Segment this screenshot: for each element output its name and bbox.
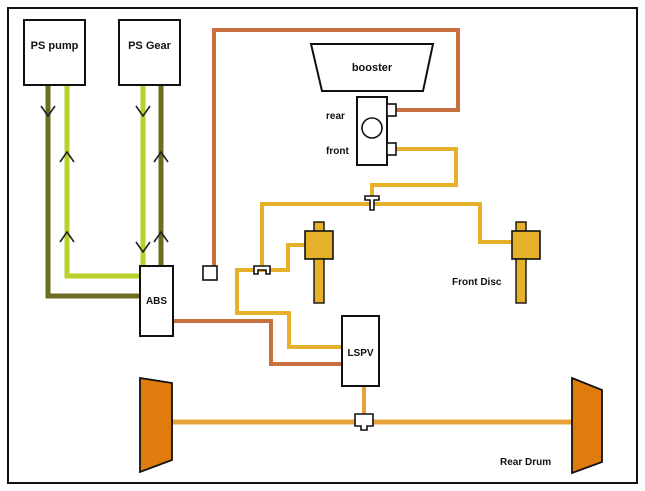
rear-drum-right: [571, 376, 603, 475]
master-cylinder: [356, 96, 397, 166]
elbow-fitting: [202, 265, 218, 281]
flow-arrow-down: [40, 105, 56, 118]
ps-pump-label: PS pump: [31, 40, 79, 52]
booster: booster: [309, 43, 435, 92]
rear-port-label: rear: [326, 111, 345, 122]
rear-port: [386, 103, 397, 117]
front-caliper-left: [304, 221, 334, 304]
abs-label: ABS: [146, 296, 167, 307]
front-caliper-right: [511, 221, 541, 304]
ps-gear-label: PS Gear: [128, 40, 172, 52]
front-circuit-main-line: [370, 147, 458, 204]
ps-gear-lines: [135, 85, 169, 266]
ps-gear-box: PS Gear: [118, 19, 181, 86]
rear-circuit-line-to-abs: [212, 28, 460, 266]
flow-arrow-up: [153, 230, 169, 243]
diagram-frame: [7, 7, 638, 484]
front-disc-label: Front Disc: [452, 277, 502, 288]
tee-fitting-left: [253, 265, 271, 275]
tee-fitting-front: [364, 195, 380, 211]
rear-drum-label: Rear Drum: [500, 457, 551, 468]
lspv-label: LSPV: [347, 348, 373, 359]
booster-label: booster: [352, 62, 393, 74]
flow-arrow-up: [59, 150, 75, 163]
lspv-sense-line: [235, 268, 342, 349]
flow-arrow-down: [135, 241, 151, 254]
front-port: [386, 142, 397, 156]
rear-circuit-line-to-lspv: [173, 319, 342, 366]
rear-drum-left: [139, 376, 173, 474]
ps-pump-lines: [40, 85, 140, 299]
front-circuit-right-branch: [372, 202, 512, 244]
flow-arrow-down: [135, 105, 151, 118]
flow-arrow-up: [153, 150, 169, 163]
front-caliper-left-line: [262, 243, 305, 272]
reservoir-cap: [361, 117, 383, 139]
lspv-valve: LSPV: [341, 315, 380, 387]
front-circuit-left-branch: [260, 202, 372, 270]
ps-pump-feed-line: [64, 85, 140, 279]
abs-unit: ABS: [139, 265, 174, 337]
front-port-label: front: [326, 146, 349, 157]
flow-arrow-up: [59, 230, 75, 243]
tee-fitting-rear: [354, 413, 374, 431]
ps-pump-return-line: [45, 85, 140, 299]
ps-pump-box: PS pump: [23, 19, 86, 86]
